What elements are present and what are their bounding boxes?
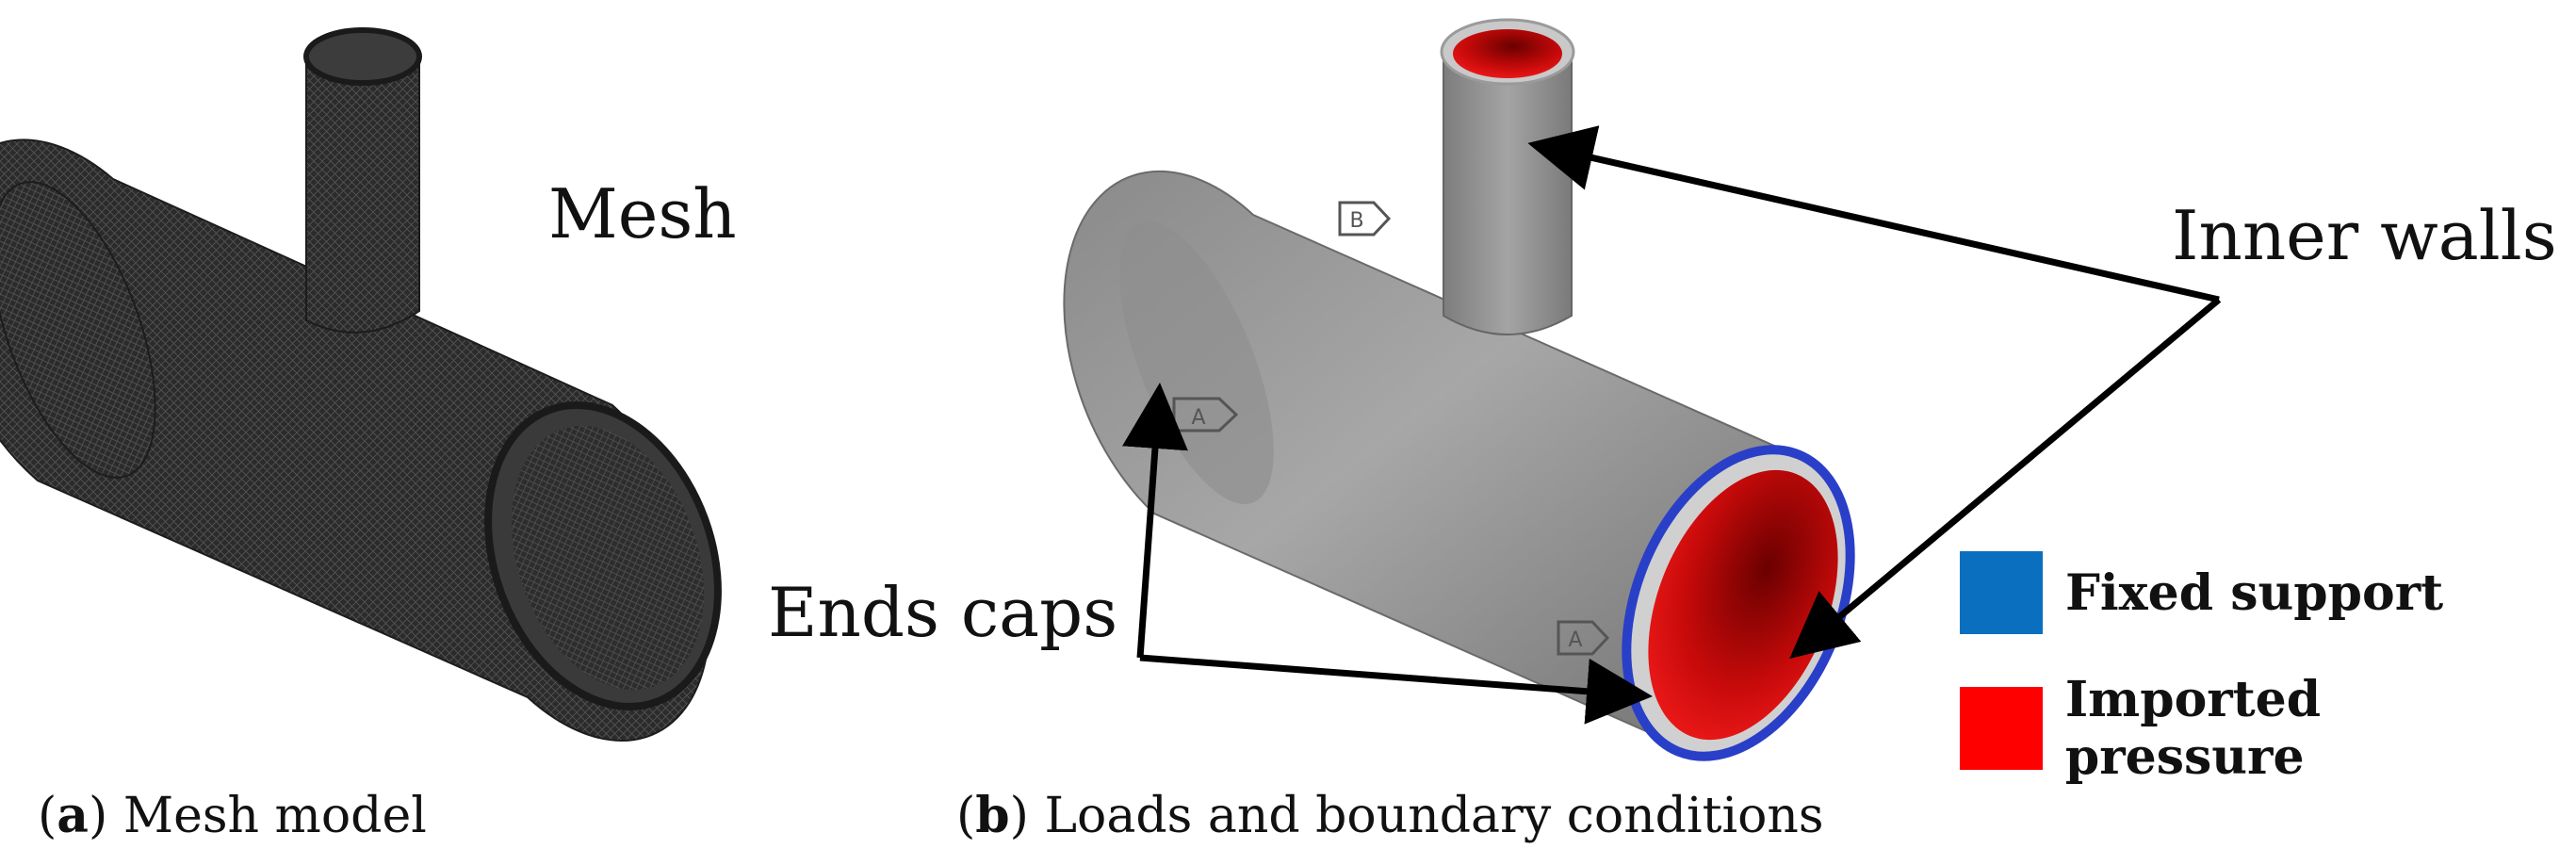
arrow-ends-caps-to-left bbox=[1122, 383, 1188, 659]
bc-pressure-inner-branch bbox=[1453, 29, 1562, 78]
caption-b-letter: b bbox=[975, 787, 1010, 844]
arrow-inner-walls-to-main bbox=[1789, 297, 2222, 659]
tag-a-marker-right: A bbox=[1557, 620, 1610, 656]
mesh-left-end bbox=[0, 181, 156, 479]
legend-label-imported-pressure: Imported pressure bbox=[2064, 671, 2322, 786]
caption-b-text: Loads and boundary conditions bbox=[1044, 788, 1824, 844]
caption-a: (a) Mesh model bbox=[38, 787, 427, 844]
callout-arrows bbox=[1122, 125, 2222, 725]
legend-label-fixed-support: Fixed support bbox=[2065, 563, 2444, 622]
bc-model: B A A bbox=[1063, 18, 1855, 761]
mesh-branch-opening bbox=[303, 27, 422, 86]
legend-item-imported-pressure: Imported pressure bbox=[1960, 671, 2576, 786]
svg-text:B: B bbox=[1349, 209, 1363, 233]
legend-swatch-fixed-support bbox=[1960, 551, 2043, 634]
bc-pressure-inner-main bbox=[1648, 469, 1838, 741]
tag-b-marker: B bbox=[1338, 201, 1392, 237]
caption-a-text: Mesh model bbox=[122, 788, 427, 844]
caption-a-letter: a bbox=[57, 787, 89, 844]
bc-left-end bbox=[1119, 220, 1274, 505]
legend-swatch-imported-pressure bbox=[1960, 687, 2043, 770]
mesh-callout: Mesh bbox=[548, 174, 737, 253]
caption-b: (b) Loads and boundary conditions bbox=[956, 787, 1824, 844]
legend-item-fixed-support: Fixed support bbox=[1960, 551, 2443, 634]
mesh-model bbox=[0, 27, 722, 743]
svg-text:A: A bbox=[1568, 628, 1582, 652]
arrow-ends-caps-to-right bbox=[1139, 654, 1653, 725]
mesh-branch-pipe bbox=[305, 56, 420, 334]
bc-branch-pipe bbox=[1443, 51, 1573, 335]
bc-main-pipe bbox=[1063, 170, 1802, 751]
svg-text:A: A bbox=[1191, 406, 1205, 430]
arrow-inner-walls-to-branch bbox=[1527, 125, 2220, 303]
inner-walls-callout: Inner walls bbox=[2172, 196, 2557, 275]
ends-caps-callout: Ends caps bbox=[768, 573, 1118, 652]
